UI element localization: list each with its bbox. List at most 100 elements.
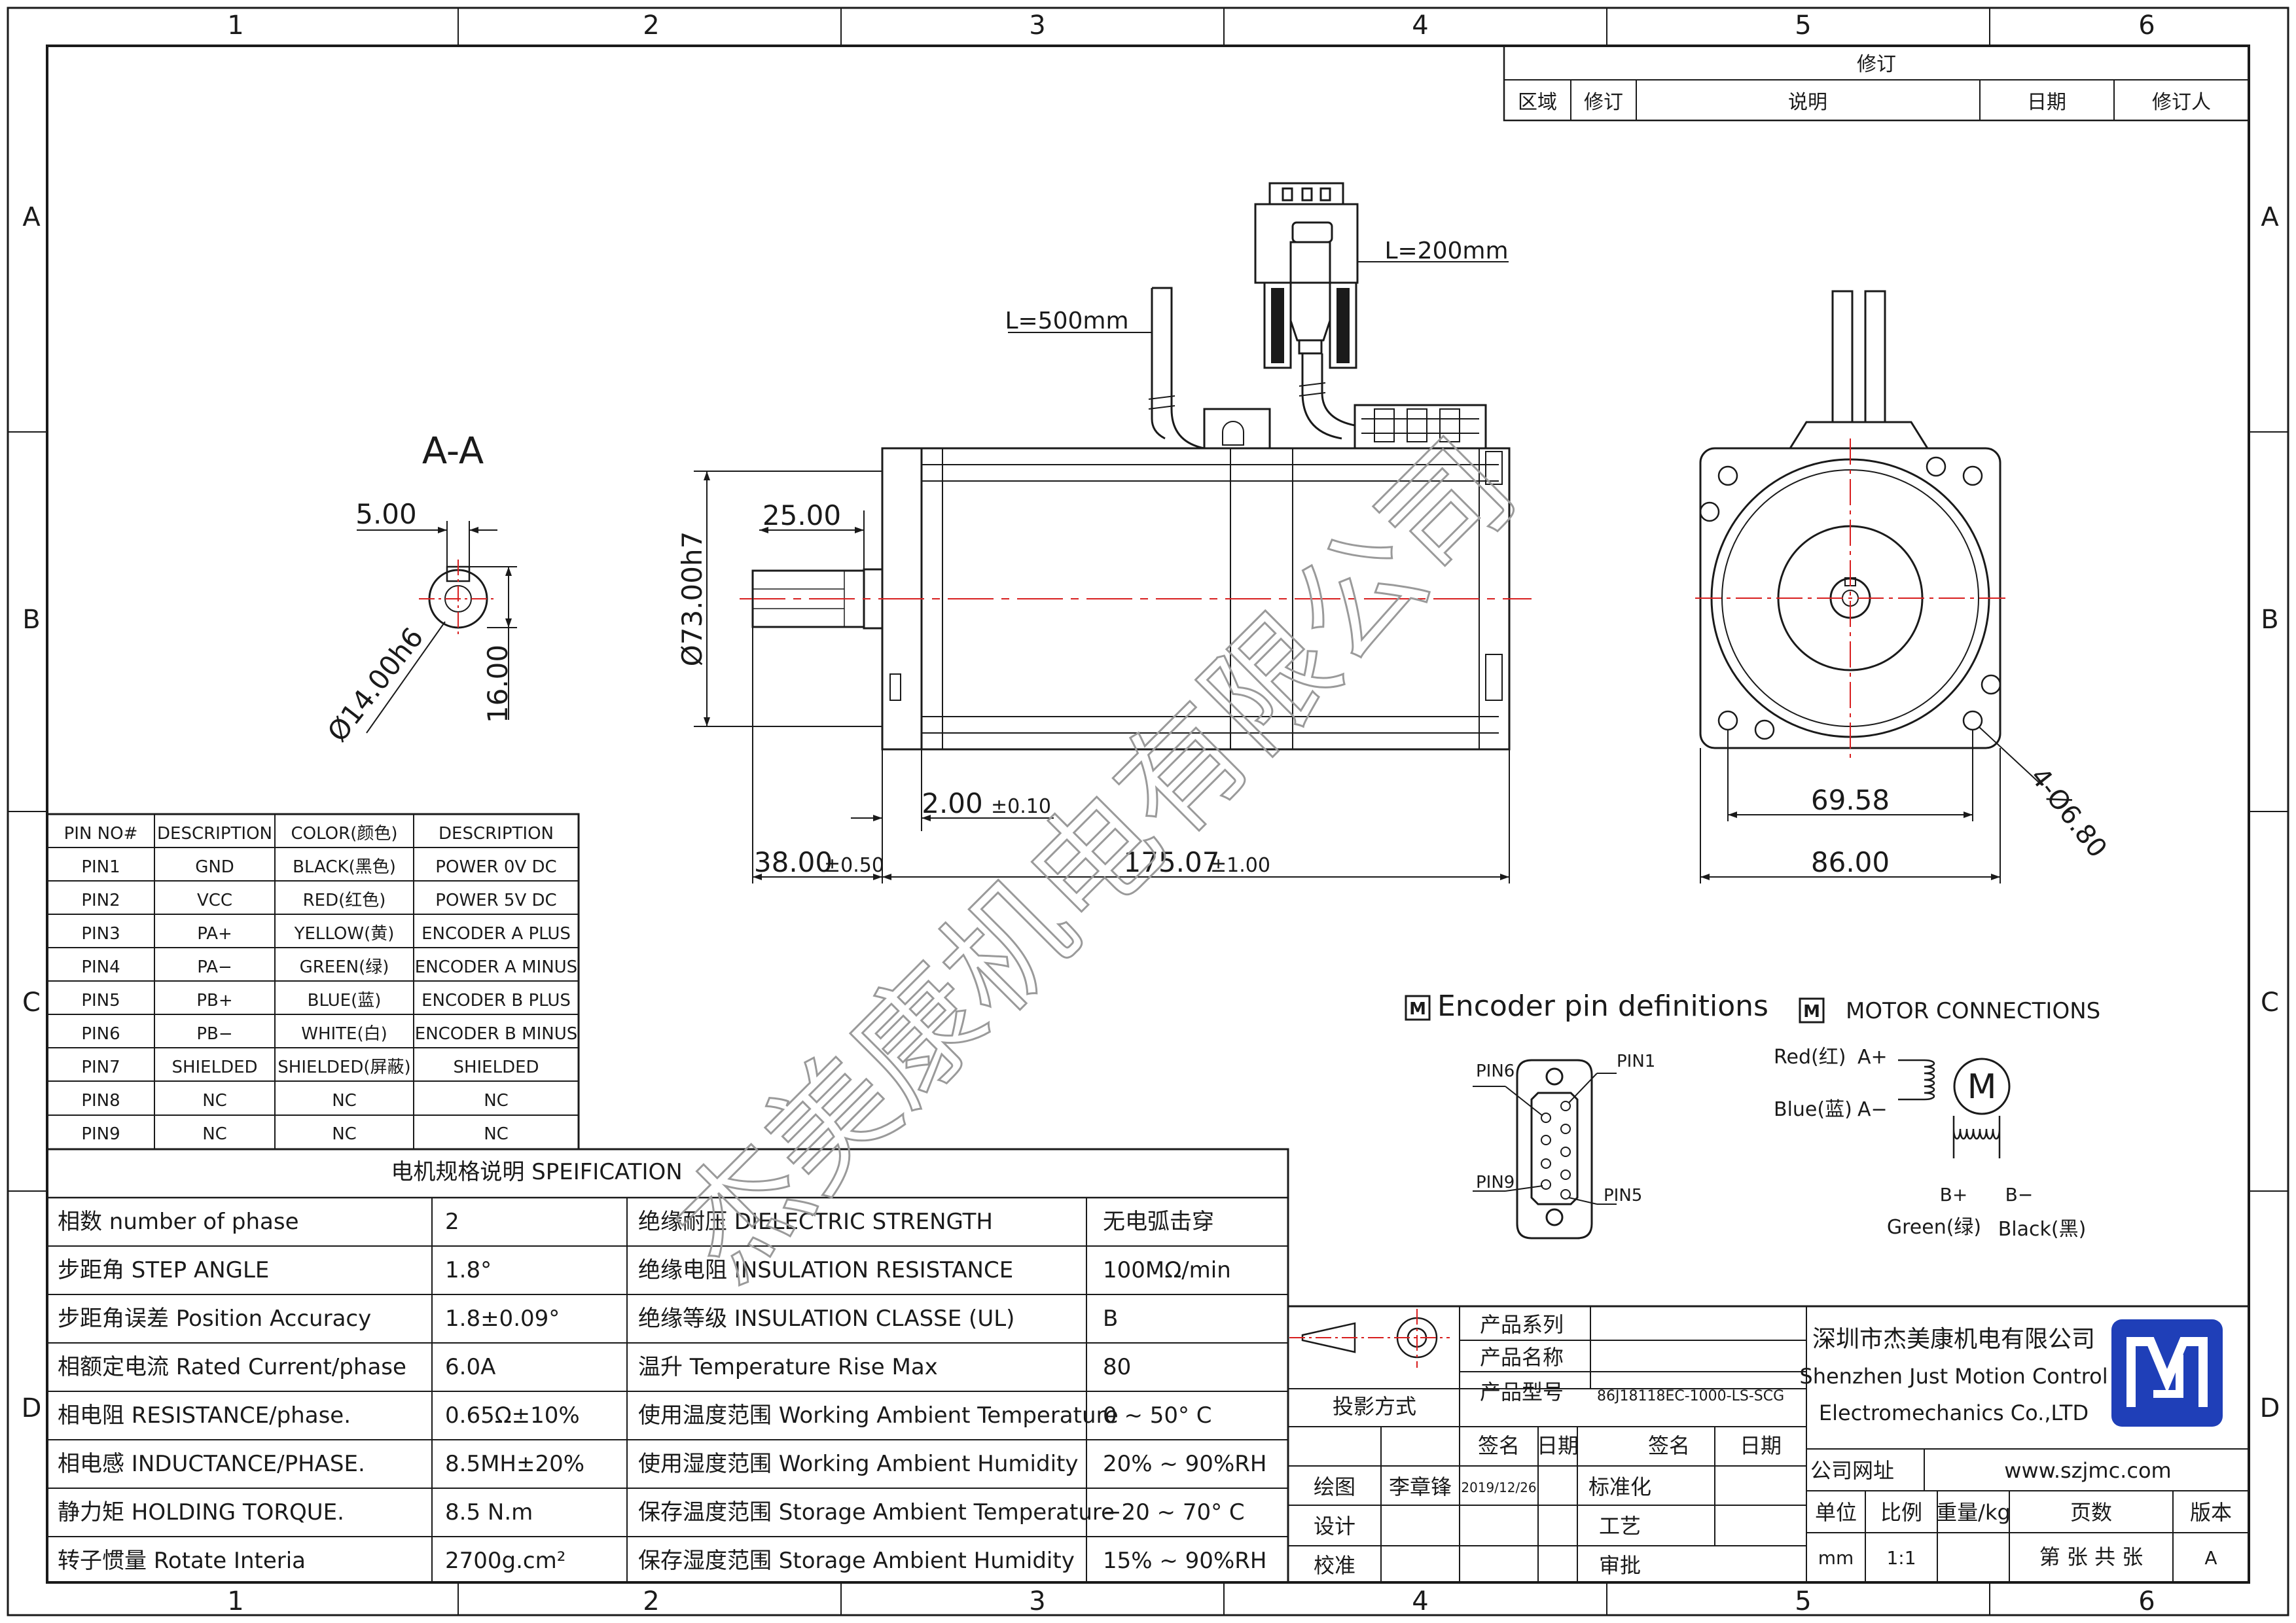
mounting-holes-dim: 4-Ø6.80 [2024, 762, 2113, 864]
frame-size-dim: 86.00 [1811, 846, 1890, 878]
spec-table-cell: 2 [445, 1209, 459, 1235]
spec-table-cell: 步距角 STEP ANGLE [58, 1257, 269, 1283]
pin-table-cell: PIN3 [81, 924, 120, 944]
pin-table-cell: POWER 5V DC [435, 891, 556, 910]
spec-table-cell: 保存湿度范围 Storage Ambient Humidity [638, 1548, 1075, 1574]
pin-table-cell: RED(红色) [303, 891, 386, 910]
motor-side-view: L=200mm L=500mm Ø73.00h7 25.00 2.00 ±0.1… [676, 182, 1532, 883]
spec-table-cell: 使用温度范围 Working Ambient Temperature [638, 1402, 1119, 1429]
flange-diameter-dim: Ø73.00h7 [676, 531, 708, 667]
pin-table-cell: NC [484, 1124, 509, 1144]
pin-table-cell: NC [332, 1124, 357, 1144]
pin-table-cell: GND [195, 857, 234, 877]
date-label: 日期 [1537, 1433, 1579, 1458]
spec-table: 电机规格说明 SPEIFICATION 相数 number of phase 2 绝… [46, 1148, 1289, 1584]
revision-title: 修订 [1857, 53, 1896, 76]
motor-connections-title: MOTOR CONNECTIONS [1846, 998, 2100, 1024]
row-label: D [22, 1393, 42, 1423]
spec-table-cell: 80 [1103, 1354, 1131, 1380]
column-label: 5 [1795, 10, 1811, 41]
hole-spacing-dim: 69.58 [1811, 784, 1890, 816]
wire-black-label: Black(黑) [1998, 1218, 2087, 1241]
shaft-diameter-dim: Ø14.00h6 [321, 622, 430, 748]
pin-table-cell: ENCODER A PLUS [422, 924, 571, 944]
row-label: C [2261, 988, 2279, 1018]
unit-label: 单位 [1815, 1500, 1857, 1525]
spec-table-cell: 绝缘等级 INSULATION CLASSE (UL) [638, 1306, 1014, 1332]
pin-table-cell: PB+ [196, 991, 232, 1010]
pin-table-cell: BLACK(黑色) [293, 857, 396, 877]
spec-table-cell: 20% ~ 90%RH [1103, 1451, 1266, 1477]
design-label: 设计 [1314, 1514, 1355, 1539]
column-label: 6 [2138, 1586, 2155, 1616]
spec-table-cell: 使用湿度范围 Working Ambient Humidity [638, 1451, 1078, 1477]
website: www.szjmc.com [2004, 1458, 2171, 1483]
pin-table-cell: NC [332, 1091, 357, 1111]
revision-header: 说明 [1788, 91, 1827, 114]
pin-table-cell: ENCODER B MINUS [415, 1024, 577, 1044]
row-label: B [22, 605, 40, 635]
pin-table-cell: PIN2 [81, 891, 120, 910]
pages-value: 第 张 共 张 [2039, 1544, 2144, 1569]
standard-label: 标准化 [1588, 1474, 1651, 1499]
motor-symbol: M [1967, 1067, 1997, 1107]
encoder-pin-label: PIN6 [1476, 1061, 1515, 1081]
terminal-b-plus: B+ [1940, 1184, 1968, 1205]
date-label: 日期 [1740, 1433, 1782, 1458]
column-label: 6 [2138, 10, 2155, 41]
company-logo [2111, 1319, 2223, 1427]
sign-label: 签名 [1648, 1433, 1690, 1458]
spec-table-cell: 0 ~ 50° C [1103, 1402, 1212, 1429]
scale-label: 比例 [1880, 1500, 1922, 1525]
revision-table: 修订 区域 修订 说明 日期 修订人 [1503, 45, 2250, 122]
pin-table-cell: VCC [197, 891, 232, 910]
pin-table-cell: SHIELDED [171, 1058, 257, 1077]
spec-table-cell: 0.65Ω±10% [445, 1402, 580, 1429]
spec-table-cell: 绝缘电阻 INSULATION RESISTANCE [638, 1257, 1013, 1283]
spec-table-cell: 无电弧击穿 [1103, 1209, 1214, 1235]
spec-table-cell: 绝缘耐压 DIELECTRIC STRENGTH [638, 1209, 993, 1235]
encoder-pin-label: PIN9 [1476, 1173, 1515, 1192]
revision-header: 区域 [1518, 91, 1557, 114]
pin-table-cell: BLUE(蓝) [308, 991, 382, 1010]
product-name-label: 产品名称 [1480, 1345, 1564, 1370]
logo-icon: M [1803, 1002, 1820, 1022]
website-label: 公司网址 [1810, 1458, 1894, 1483]
pin-table-cell: PIN9 [81, 1124, 120, 1144]
spec-title: 电机规格说明 SPEIFICATION [391, 1159, 682, 1185]
version-value: A [2204, 1547, 2217, 1569]
pin-table-header: DESCRIPTION [439, 824, 554, 844]
flange-thickness-tol: ±0.10 [991, 795, 1051, 818]
pin-table-cell: PIN5 [81, 991, 120, 1010]
pin-table-cell: GREEN(绿) [300, 957, 389, 977]
body-length-tol: ±1.00 [1210, 854, 1270, 877]
projection-label: 投影方式 [1333, 1394, 1416, 1419]
encoder-pin-label: PIN1 [1617, 1052, 1655, 1071]
drawn-date: 2019/12/26 [1461, 1480, 1536, 1495]
pin-table-cell: ENCODER A MINUS [415, 957, 577, 977]
spec-table-cell: 转子惯量 Rotate Interia [58, 1548, 306, 1574]
drawn-label: 绘图 [1314, 1474, 1355, 1499]
encoder-pin-definitions: M Encoder pin definitions PIN1 PIN5 PIN6… [1405, 990, 1768, 1240]
company-name-en-1: Shenzhen Just Motion Control [1799, 1364, 2108, 1389]
terminal-b-minus: B− [2005, 1184, 2034, 1205]
approve-label: 审批 [1599, 1553, 1641, 1578]
motor-connections: M MOTOR CONNECTIONS M Red(红) Blue(蓝) A+ … [1774, 997, 2100, 1241]
key-depth-dim: 16.00 [482, 645, 514, 723]
title-block: 投影方式 产品系列 产品名称 产品型号 签名 日期 签名 日期 绘图 李章锋 标… [1287, 1305, 2250, 1584]
column-label: 4 [1412, 1586, 1428, 1616]
sign-label: 签名 [1478, 1433, 1520, 1458]
section-view-a-a: A-A 5.00 16.00 Ø14.00h6 [321, 430, 517, 748]
shaft-length-dim: 25.00 [762, 499, 841, 531]
revision-header: 日期 [2027, 91, 2066, 114]
spec-table-cell: 相数 number of phase [58, 1209, 299, 1235]
spec-table-cell: 1.8±0.09° [445, 1306, 560, 1332]
pin-table-cell: PIN4 [81, 957, 120, 977]
unit-value: mm [1818, 1547, 1854, 1569]
row-label: C [22, 988, 41, 1018]
company-name-cn: 深圳市杰美康机电有限公司 [1812, 1326, 2095, 1353]
pin-table-cell: NC [484, 1091, 509, 1111]
revision-header: 修订人 [2152, 91, 2211, 114]
column-label: 2 [643, 1586, 659, 1616]
pin-table-cell: SHIELDED [453, 1058, 539, 1077]
